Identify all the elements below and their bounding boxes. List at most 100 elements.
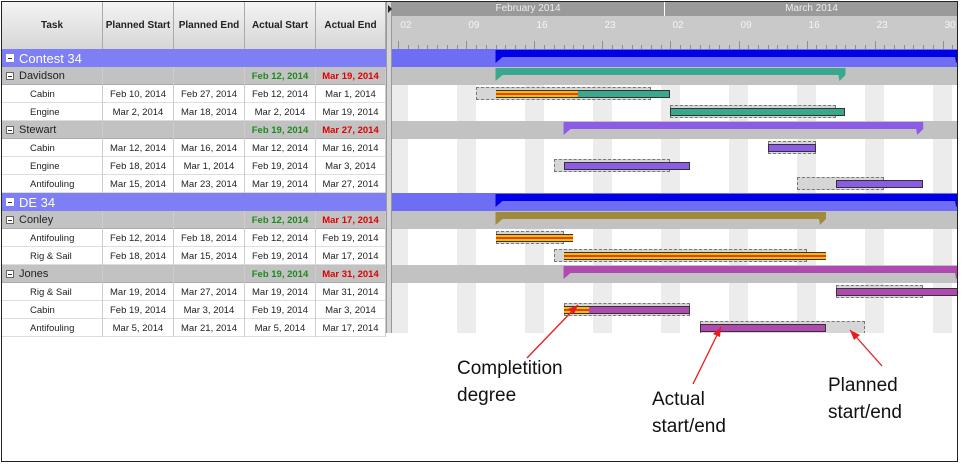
actual-bar[interactable] xyxy=(699,324,826,332)
time-tick xyxy=(427,45,429,49)
summary-bar[interactable] xyxy=(392,67,958,85)
planned-start-cell: Mar 15, 2014 xyxy=(103,175,174,193)
summary-bar-shape xyxy=(495,212,826,225)
time-tick xyxy=(816,45,818,49)
cell-text: Engine xyxy=(30,106,60,118)
progress-bar xyxy=(495,91,578,97)
actual-start-cell: Mar 2, 2014 xyxy=(245,103,316,121)
time-tick xyxy=(913,45,915,49)
column-header-actual-end[interactable]: Actual End xyxy=(316,2,386,49)
summary-bar[interactable] xyxy=(392,265,958,283)
collapse-toggle-icon[interactable] xyxy=(6,270,14,278)
cell-text: Mar 31, 2014 xyxy=(322,286,379,298)
planned-end-cell: Mar 18, 2014 xyxy=(174,103,245,121)
cell-text: Mar 19, 2014 xyxy=(252,286,308,298)
cell-text: Feb 19, 2014 xyxy=(252,160,308,172)
collapse-toggle-icon[interactable] xyxy=(6,198,14,206)
collapse-toggle-icon[interactable] xyxy=(6,216,14,224)
task-name-cell: DE 34 xyxy=(2,193,386,211)
planned-end-cell: Feb 18, 2014 xyxy=(174,229,245,247)
time-tick xyxy=(495,45,497,49)
day-label: 23 xyxy=(876,20,888,31)
summary-bar[interactable] xyxy=(392,193,958,211)
cell-text: Mar 21, 2014 xyxy=(181,322,237,334)
cell-text: Feb 12, 2014 xyxy=(251,70,309,82)
time-tick xyxy=(864,45,866,49)
planned-end-cell: Mar 16, 2014 xyxy=(174,139,245,157)
actual-bar[interactable] xyxy=(835,288,957,296)
collapse-toggle-icon[interactable] xyxy=(6,126,14,134)
empty-cell xyxy=(103,265,174,283)
actual-bar[interactable] xyxy=(835,180,924,188)
empty-cell xyxy=(103,67,174,85)
cell-text: Feb 12, 2014 xyxy=(110,232,166,244)
collapse-toggle-icon[interactable] xyxy=(6,72,14,80)
time-tick xyxy=(709,45,711,49)
cell-text: Mar 5, 2014 xyxy=(112,322,164,334)
summary-bar[interactable] xyxy=(392,211,958,229)
actual-end-cell: Mar 17, 2014 xyxy=(316,211,386,229)
column-header-task[interactable]: Task xyxy=(2,2,103,49)
cell-text: Mar 17, 2014 xyxy=(322,250,379,262)
cell-text: DE 34 xyxy=(19,194,56,210)
summary-bar[interactable] xyxy=(392,49,958,67)
task-name-cell: Contest 34 xyxy=(2,49,386,67)
planned-start-cell: Feb 18, 2014 xyxy=(103,157,174,175)
actual-bar[interactable] xyxy=(670,108,846,116)
annotation-text: Planned start/end xyxy=(828,375,902,423)
summary-bar[interactable] xyxy=(392,121,958,139)
time-tick xyxy=(748,45,750,49)
summary-bar-shape xyxy=(495,194,957,207)
time-tick xyxy=(602,41,604,49)
cell-text: Engine xyxy=(30,160,60,172)
actual-start-cell: Feb 12, 2014 xyxy=(245,229,316,247)
cell-text: Cabin xyxy=(30,304,55,316)
summary-bar-shape xyxy=(495,50,957,63)
actual-end-cell: Mar 19, 2014 xyxy=(316,67,386,85)
time-tick xyxy=(699,45,701,49)
cell-text: Feb 19, 2014 xyxy=(251,268,309,280)
project-row[interactable]: DE 34 xyxy=(2,193,386,211)
cell-text: Conley xyxy=(19,214,54,226)
cell-text: Feb 19, 2014 xyxy=(110,304,166,316)
progress-line xyxy=(563,309,589,311)
collapse-arrow-icon[interactable] xyxy=(388,5,392,13)
time-tick xyxy=(582,45,584,49)
task-name-cell: Antifouling xyxy=(2,229,103,247)
grid-splitter[interactable] xyxy=(386,2,392,333)
column-header-actual-start[interactable]: Actual Start xyxy=(245,2,316,49)
column-header-planned-end[interactable]: Planned End xyxy=(174,2,245,49)
time-tick xyxy=(398,41,400,49)
project-row[interactable]: Contest 34 xyxy=(2,49,386,67)
column-header-planned-start[interactable]: Planned Start xyxy=(103,2,174,49)
time-tick xyxy=(767,45,769,49)
actual-end-cell: Feb 19, 2014 xyxy=(316,229,386,247)
task-name-cell: Conley xyxy=(2,211,103,229)
cell-text: Mar 19, 2014 xyxy=(322,106,379,118)
actual-bar[interactable] xyxy=(767,144,817,152)
collapse-toggle-icon[interactable] xyxy=(6,54,14,62)
actual-start-cell: Mar 5, 2014 xyxy=(245,319,316,337)
planned-start-cell: Mar 12, 2014 xyxy=(103,139,174,157)
actual-bar[interactable] xyxy=(563,162,690,170)
planned-end-cell: Mar 3, 2014 xyxy=(174,301,245,319)
time-tick xyxy=(631,45,633,49)
time-tick xyxy=(728,45,730,49)
time-tick xyxy=(757,45,759,49)
actual-end-cell: Mar 3, 2014 xyxy=(316,301,386,319)
empty-cell xyxy=(103,121,174,139)
